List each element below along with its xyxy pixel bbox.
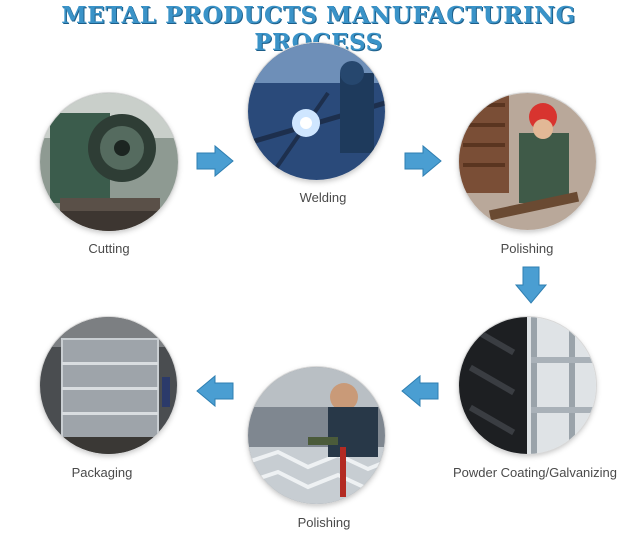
- polishing-photo-bottom: [248, 367, 385, 504]
- arrow-icon: [403, 144, 443, 178]
- welding-photo: [248, 43, 385, 180]
- arrow-icon: [400, 374, 440, 408]
- welding-label: Welding: [299, 190, 347, 205]
- cutting-photo: [40, 93, 178, 231]
- cutting-label: Cutting: [88, 241, 130, 256]
- packaging-photo: [40, 317, 177, 454]
- arrow-icon: [195, 374, 235, 408]
- packaging-label: Packaging: [71, 465, 133, 480]
- polishing-label-top: Polishing: [500, 241, 554, 256]
- polishing-photo-top: [459, 93, 596, 230]
- page-title: METAL PRODUCTS MANUFACTURING PROCESS: [61, 2, 576, 56]
- polishing-label-bottom: Polishing: [297, 515, 351, 530]
- powder-coating-photo: [459, 317, 596, 454]
- powder-coating-label: Powder Coating/Galvanizing: [452, 465, 618, 480]
- arrow-icon: [514, 265, 548, 305]
- arrow-icon: [195, 144, 235, 178]
